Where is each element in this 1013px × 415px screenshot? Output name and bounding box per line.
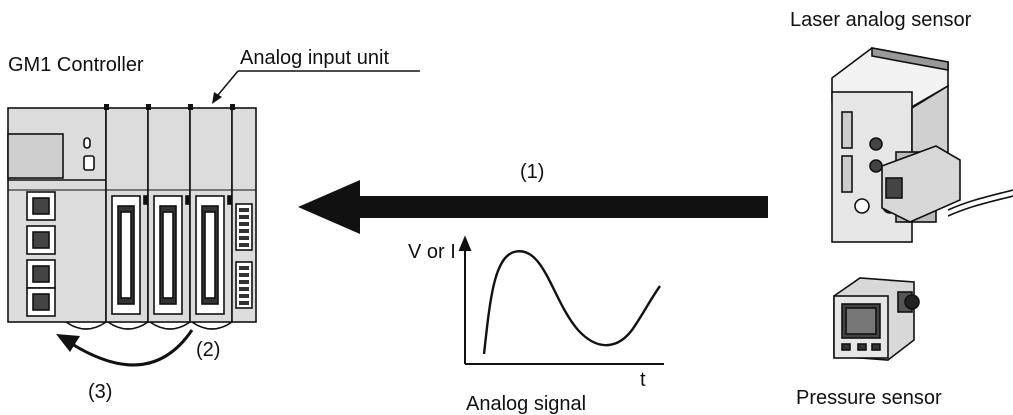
x-axis-label: t	[640, 369, 646, 391]
pressure-sensor	[834, 278, 919, 360]
graph-curve	[484, 251, 660, 354]
step-1-label: (1)	[520, 161, 544, 183]
laser-sensor-label: Laser analog sensor	[790, 9, 972, 31]
y-axis-label: V or I	[408, 241, 456, 263]
analog-input-unit	[232, 108, 256, 322]
analog-input-unit-label: Analog input unit	[240, 47, 389, 69]
laser-analog-sensor	[832, 48, 1013, 242]
graph-y-arrow	[460, 238, 470, 250]
signal-graph	[460, 238, 664, 364]
cpu-display	[8, 134, 63, 178]
cpu-usb-port	[84, 156, 94, 170]
analog-input-unit-leader	[218, 71, 238, 95]
ethernet-ports	[27, 192, 55, 316]
curved-arrow-2-3	[72, 330, 192, 365]
analog-signal-label: Analog signal	[466, 393, 586, 415]
step-3-label: (3)	[88, 381, 112, 403]
io-module-3	[190, 108, 232, 322]
step-2-label: (2)	[196, 339, 220, 361]
analog-input-unit-leader-arrowhead	[212, 92, 222, 104]
main-arrow	[298, 180, 768, 234]
controller-label: GM1 Controller	[8, 54, 144, 76]
module-bottom-rails	[66, 322, 232, 329]
cpu-indicator	[84, 138, 90, 148]
pressure-sensor-label: Pressure sensor	[796, 387, 942, 409]
gm1-controller	[8, 104, 256, 329]
io-module-2	[148, 108, 190, 322]
curved-arrow-2-3-head	[56, 334, 80, 352]
io-module-1	[106, 108, 148, 322]
